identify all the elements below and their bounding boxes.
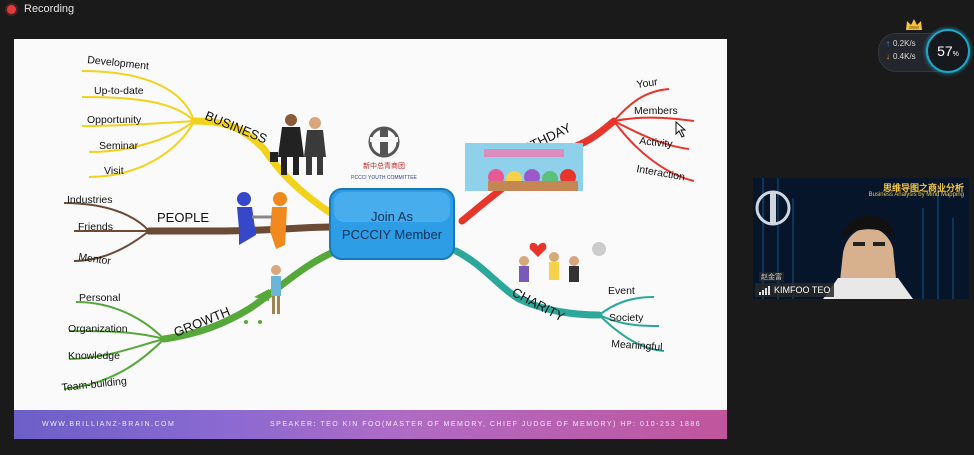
charity-people-image bbox=[519, 242, 606, 282]
people-item: Industries bbox=[67, 194, 113, 206]
birthday-item: Your bbox=[636, 76, 659, 91]
video-background bbox=[753, 178, 969, 299]
birthday-branch: BIRTHDAY Your Members Activity Interacti… bbox=[458, 76, 695, 225]
charity-item: Society bbox=[609, 312, 644, 324]
speaker-name-tag: KIMFOO TEO bbox=[755, 283, 835, 297]
logo-chinese-text: 新中总青商团 bbox=[363, 161, 405, 170]
business-item: Visit bbox=[104, 165, 124, 177]
recording-label: Recording bbox=[24, 3, 75, 15]
center-node: Join As PCCCIY Member bbox=[329, 188, 455, 260]
business-people-image bbox=[270, 114, 326, 175]
charity-item: Meaningful bbox=[611, 338, 663, 354]
slide-footer: WWW.BRILLIANZ-BRAIN.COM SPEAKER: TEO KIN… bbox=[14, 410, 727, 439]
mouse-cursor-icon bbox=[675, 120, 687, 138]
business-item: Development bbox=[87, 54, 150, 72]
footer-website: WWW.BRILLIANZ-BRAIN.COM bbox=[42, 421, 176, 428]
recording-indicator: Recording bbox=[0, 0, 74, 18]
crown-icon bbox=[906, 19, 922, 30]
upload-speed: ↑0.2K/s bbox=[886, 39, 916, 48]
pccci-logo: 新中总青商团 PCCCI YOUTH COMMITTEE bbox=[351, 126, 418, 181]
business-item: Opportunity bbox=[87, 114, 142, 126]
video-title-english: Business Analysis by Mind Mapping bbox=[868, 192, 964, 198]
birthday-cake-image bbox=[465, 143, 583, 191]
growth-item: Team-building bbox=[61, 375, 127, 394]
charity-title: CHARITY bbox=[510, 284, 568, 324]
logo-icon bbox=[755, 190, 791, 226]
center-title-line1: Join As bbox=[371, 209, 413, 224]
charity-item: Event bbox=[608, 285, 635, 297]
speaker-name: KIMFOO TEO bbox=[774, 285, 831, 295]
speaker-chinese-name: 赵金富 bbox=[759, 272, 784, 282]
people-item: Mentor bbox=[78, 251, 113, 268]
footer-speaker: SPEAKER: TEO KIN FOO(MASTER OF MEMORY, C… bbox=[270, 421, 702, 428]
handshake-image bbox=[237, 192, 287, 249]
center-title-line2: PCCCIY Member bbox=[342, 227, 443, 242]
shared-slide: BUSINESS Development Up-to-date Opportun… bbox=[14, 39, 727, 439]
business-branch: BUSINESS Development Up-to-date Opportun… bbox=[81, 54, 348, 225]
speaker-video-tile[interactable]: 思维导图之商业分析 Business Analysis by Mind Mapp… bbox=[753, 178, 969, 299]
mind-map: BUSINESS Development Up-to-date Opportun… bbox=[61, 54, 695, 394]
growth-item: Knowledge bbox=[68, 350, 120, 362]
signal-bars-icon bbox=[759, 285, 770, 295]
cpu-gauge[interactable]: 57% bbox=[926, 29, 970, 73]
birthday-item: Activity bbox=[639, 135, 674, 150]
growth-item: Personal bbox=[79, 292, 120, 304]
people-branch: PEOPLE Industries Friends Mentor bbox=[63, 192, 336, 268]
growth-branch: GROWTH Personal Organization Knowledge T… bbox=[61, 247, 340, 394]
upload-arrow-icon: ↑ bbox=[886, 39, 890, 48]
logo-text: PCCCI YOUTH COMMITTEE bbox=[351, 175, 417, 181]
download-speed: ↓0.4K/s bbox=[886, 52, 916, 61]
business-item: Seminar bbox=[99, 140, 139, 152]
cpu-percent: 57 bbox=[937, 43, 953, 59]
people-item: Friends bbox=[78, 221, 113, 233]
business-item: Up-to-date bbox=[94, 85, 144, 97]
video-title-chinese: 思维导图之商业分析 bbox=[882, 183, 964, 193]
growth-item: Organization bbox=[68, 323, 128, 335]
download-arrow-icon: ↓ bbox=[886, 52, 890, 61]
charity-branch: CHARITY Event Society Meaningful bbox=[452, 242, 665, 354]
cpu-unit: % bbox=[952, 51, 959, 58]
people-title: PEOPLE bbox=[157, 210, 209, 225]
business-title: BUSINESS bbox=[203, 108, 270, 147]
record-dot-icon bbox=[7, 4, 16, 14]
birthday-item: Members bbox=[634, 105, 678, 117]
gardener-image bbox=[244, 265, 281, 324]
